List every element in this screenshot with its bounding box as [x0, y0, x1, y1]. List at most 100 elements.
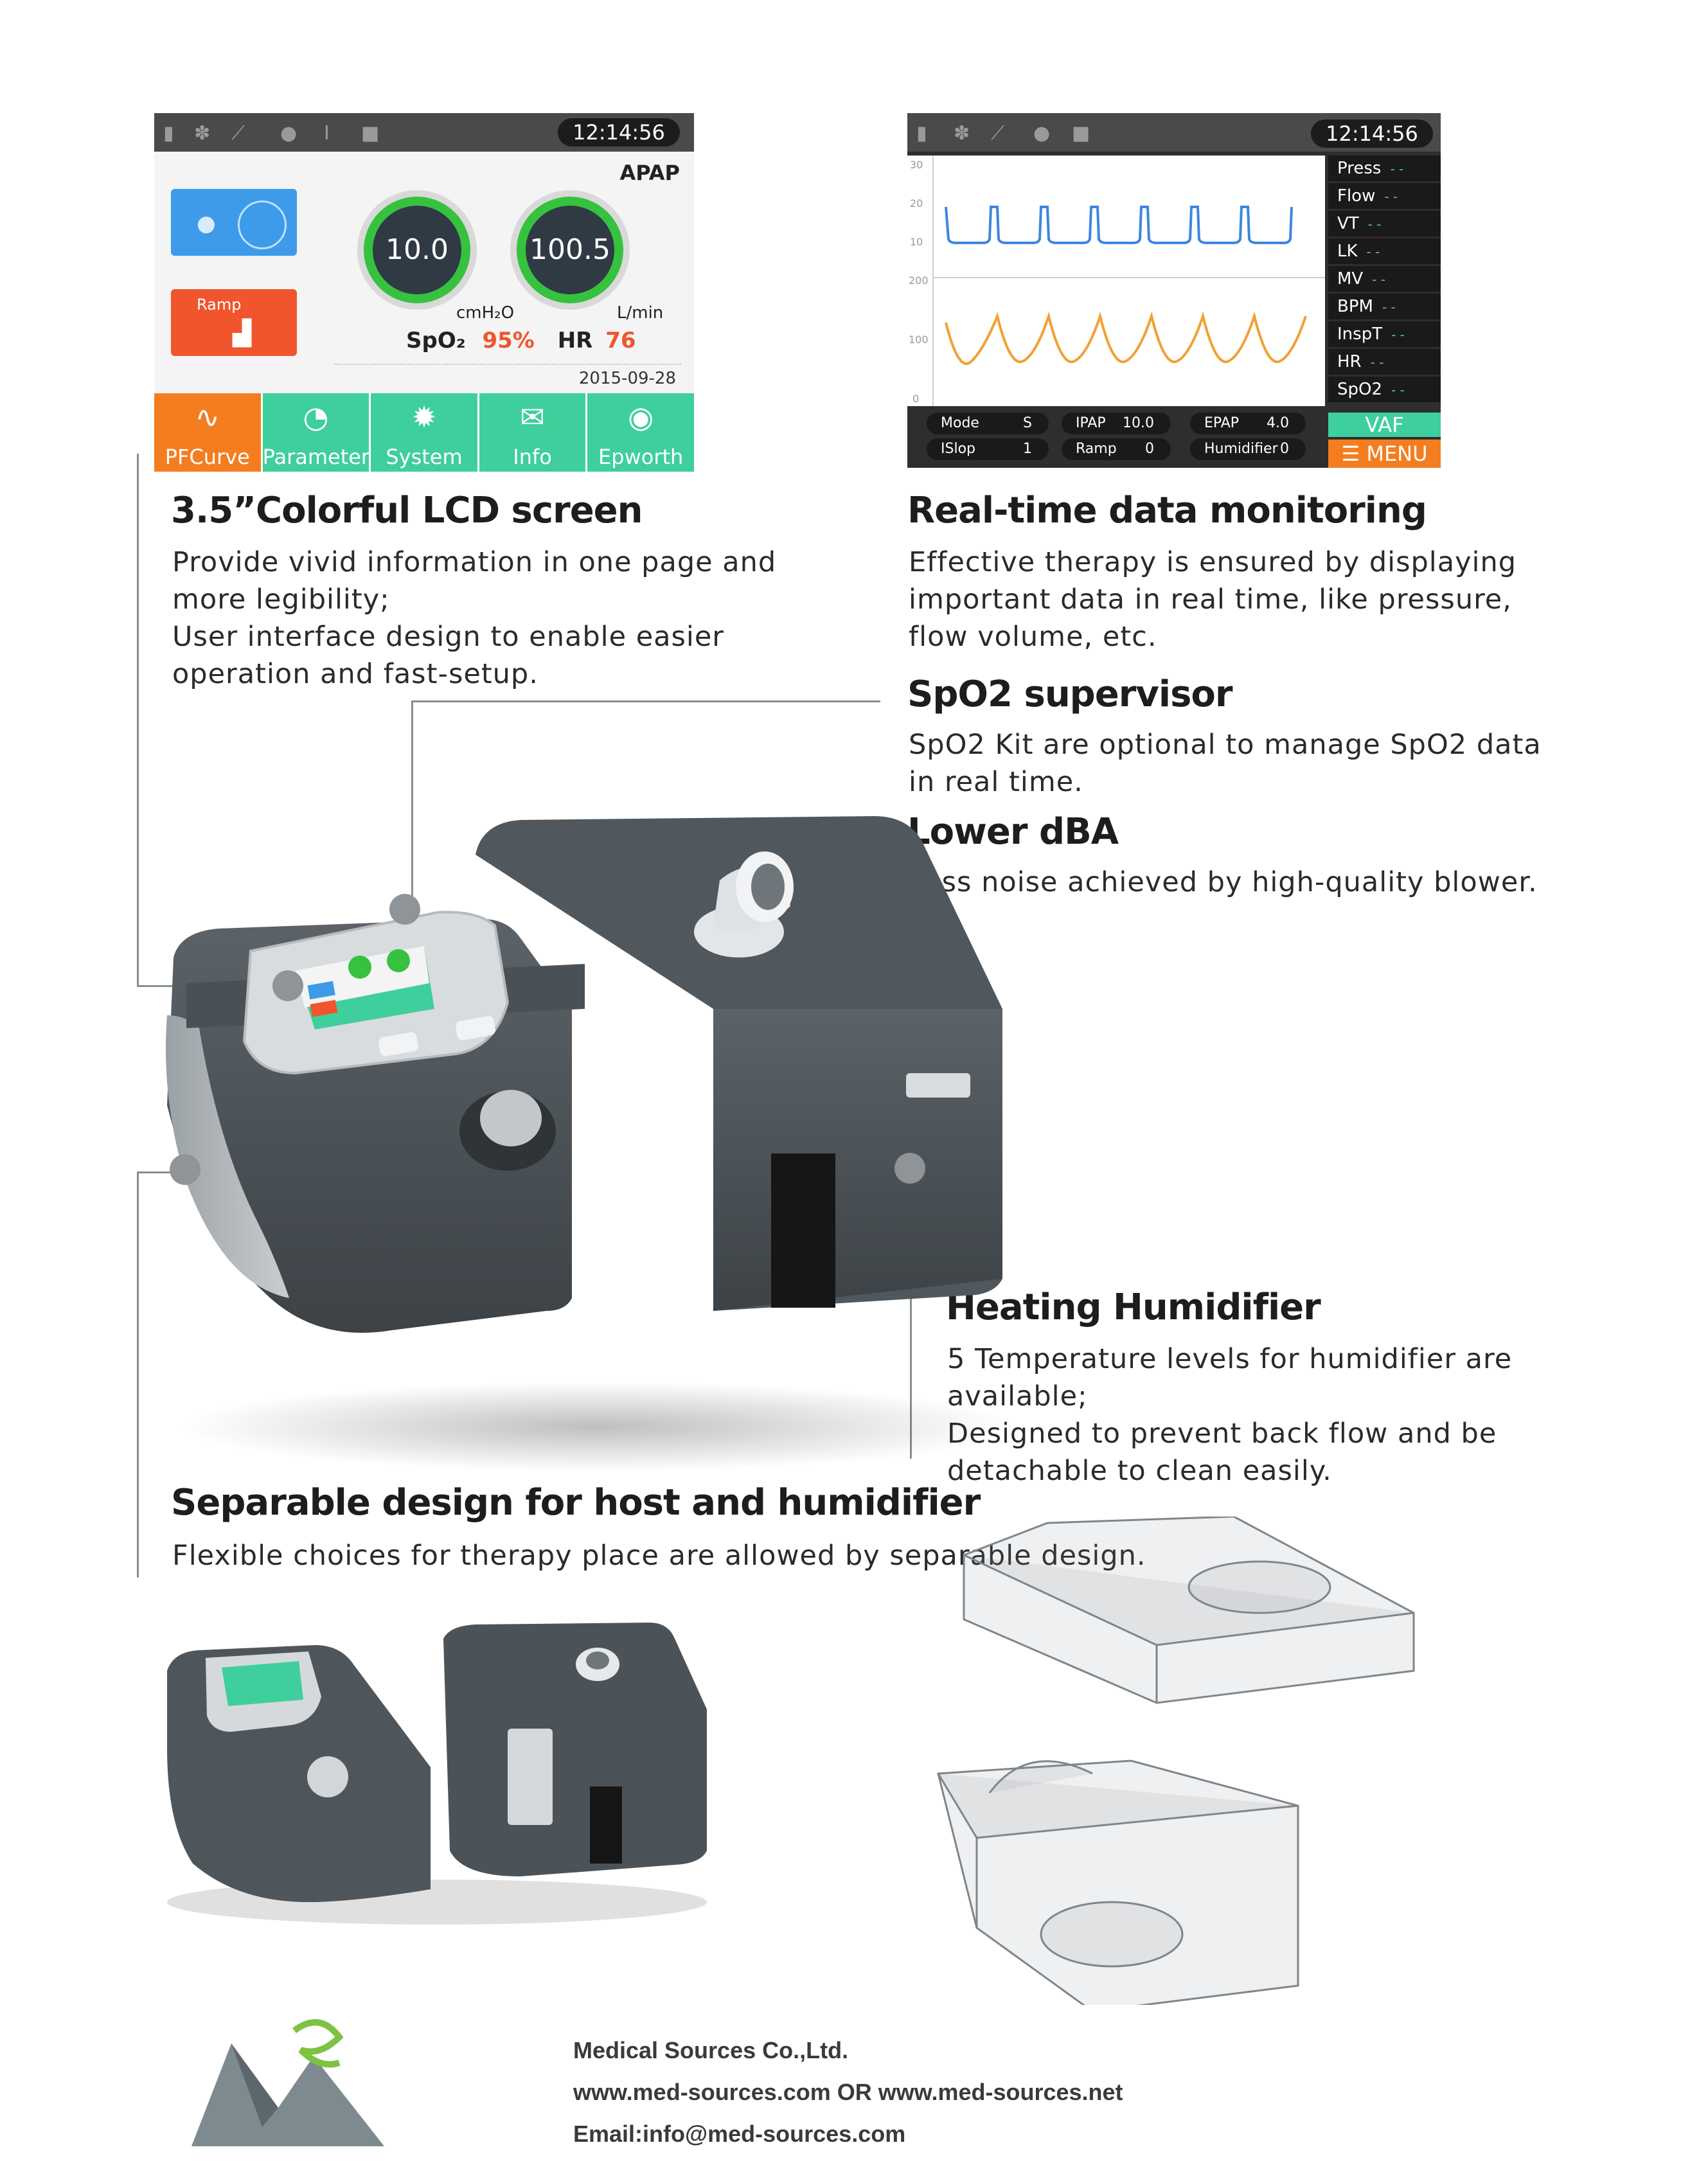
param-label: BPM	[1337, 297, 1373, 316]
connector-line	[411, 700, 413, 906]
envelope-icon: ✉	[520, 400, 545, 434]
setting-value: 0	[1145, 441, 1154, 457]
clock: 12:14:56	[558, 118, 680, 147]
feature-line: Less noise achieved by high-quality blow…	[909, 866, 1538, 898]
humidifier-button[interactable]: ●	[171, 189, 297, 256]
param-label: HR	[1337, 352, 1362, 371]
ramp-chart-icon: ▟	[233, 319, 252, 347]
feature-line: Effective therapy is ensured by displayi…	[909, 546, 1517, 578]
param-value: - -	[1382, 299, 1396, 315]
flow-tick: 200	[909, 274, 929, 287]
param-row: SpO2- -	[1328, 377, 1441, 402]
fan-icon: ✽	[954, 122, 970, 145]
lock-icon: ■	[1072, 122, 1090, 145]
flow-tick: 100	[909, 334, 929, 346]
separated-units-image	[167, 1623, 707, 1925]
feature-line: User interface design to enable easier	[172, 621, 724, 653]
feature-desc-separable: Flexible choices for therapy place are a…	[172, 1537, 1146, 1574]
setting-label: Humidifier	[1204, 441, 1278, 457]
tab-label: System	[386, 445, 463, 469]
feature-line: operation and fast-setup.	[172, 658, 538, 690]
humidifier-dial-icon	[238, 200, 287, 249]
param-value: - -	[1370, 355, 1384, 370]
lcd-monitor-screen: ▮ ✽ ⟋ ● ■ 12:14:56 30 20 10 200 100 0 Pr…	[907, 113, 1441, 468]
param-label: MV	[1337, 269, 1364, 289]
lock-icon: ■	[361, 122, 380, 145]
tab-label: PFCurve	[165, 445, 250, 469]
pressure-tick: 30	[910, 159, 923, 171]
tab-label: Info	[513, 445, 552, 469]
ramp-button[interactable]: Ramp ▟	[171, 289, 297, 356]
tab-bar: ∿ PFCurve ◔ Parameter ✹ System ✉ Info ◉ …	[154, 393, 694, 472]
feature-line: Designed to prevent back flow and be	[947, 1418, 1497, 1450]
param-row: HR - -	[1328, 349, 1441, 375]
setting-value: 0	[1280, 441, 1289, 457]
status-bar: ▮ ✽ ⟋ ● I ■ 12:14:56	[154, 113, 694, 152]
param-row: Press- -	[1328, 156, 1441, 181]
pressure-value: 10.0	[373, 206, 461, 294]
feature-desc-spo2: SpO2 Kit are optional to manage SpO2 dat…	[909, 726, 1542, 801]
tab-epworth[interactable]: ◉ Epworth	[587, 393, 694, 472]
footer-email[interactable]: Email:info@med-sources.com	[573, 2121, 906, 2147]
setting-label: Ramp	[1076, 441, 1117, 457]
feature-line: in real time.	[909, 766, 1083, 798]
param-row: MV- -	[1328, 266, 1441, 292]
connector-line	[910, 1170, 912, 1459]
menu-icon: ☰	[1341, 441, 1360, 466]
mode-label: APAP	[619, 161, 681, 185]
feature-desc-lcd: Provide vivid information in one page an…	[172, 544, 776, 693]
menu-button[interactable]: ☰ MENU	[1328, 440, 1441, 468]
param-value: - -	[1367, 217, 1382, 232]
waveform-svg: 30 20 10 200 100 0	[909, 156, 1325, 406]
ramp-label: Ramp	[197, 296, 242, 314]
tab-label: Epworth	[598, 445, 684, 469]
param-value: - -	[1391, 327, 1405, 343]
param-row: VT- -	[1328, 211, 1441, 236]
connector-line	[137, 1171, 182, 1173]
water-drop-icon: ●	[280, 122, 298, 145]
gear-icon: ✹	[411, 400, 437, 434]
tab-info[interactable]: ✉ Info	[479, 393, 588, 472]
flow-tick: 0	[912, 393, 919, 405]
ventilation-mode: VAF	[1328, 413, 1441, 437]
tab-system[interactable]: ✹ System	[371, 393, 479, 472]
setting-label: EPAP	[1204, 415, 1240, 431]
feature-line: important data in real time, like pressu…	[909, 583, 1512, 616]
tab-pfcurve[interactable]: ∿ PFCurve	[154, 393, 263, 472]
eye-icon: ◉	[628, 400, 654, 434]
feature-desc-dba: Less noise achieved by high-quality blow…	[909, 864, 1538, 901]
pressure-gauge: 10.0	[364, 197, 470, 303]
signal-icon: ⟋	[231, 122, 245, 145]
footer-websites[interactable]: www.med-sources.com OR www.med-sources.n…	[573, 2079, 1123, 2105]
hr-value: 76	[605, 328, 636, 353]
water-drop-icon: ●	[197, 211, 216, 236]
lcd-main-screen: ▮ ✽ ⟋ ● I ■ 12:14:56 APAP ● Ramp ▟ 10.0 …	[154, 113, 694, 472]
param-value: - -	[1366, 244, 1380, 260]
divider	[334, 364, 681, 365]
tab-parameter[interactable]: ◔ Parameter	[262, 393, 371, 472]
pie-chart-icon: ◔	[303, 400, 329, 434]
spo2-label: SpO₂	[406, 328, 466, 353]
flow-gauge: 100.5	[517, 197, 623, 303]
water-tank-image	[937, 1517, 1415, 2005]
feature-title-separable: Separable design for host and humidifier	[171, 1482, 981, 1524]
cpap-device-image	[166, 816, 1015, 1472]
menu-label: MENU	[1366, 441, 1428, 466]
param-value: - -	[1384, 189, 1398, 204]
waveform-plot: 30 20 10 200 100 0	[907, 156, 1325, 406]
signal-icon: ⟋	[991, 122, 1004, 145]
feature-title-monitoring: Real-time data monitoring	[907, 490, 1427, 531]
feature-title-lcd: 3.5”Colorful LCD screen	[171, 490, 643, 531]
connector-line	[137, 454, 139, 987]
feature-line: Provide vivid information in one page an…	[172, 546, 777, 578]
thermometer-icon: I	[324, 122, 330, 145]
clock: 12:14:56	[1311, 120, 1433, 148]
param-row: LK- -	[1328, 238, 1441, 264]
sd-card-icon: ▮	[163, 122, 174, 145]
feature-line: more legibility;	[172, 583, 390, 616]
